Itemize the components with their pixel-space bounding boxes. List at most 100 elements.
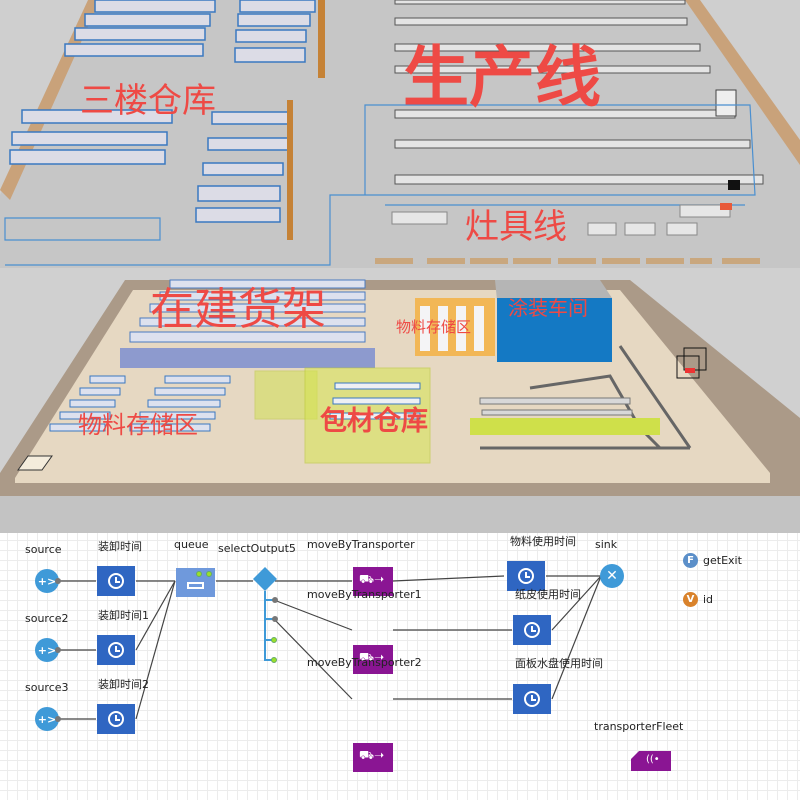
yellow-barrier bbox=[470, 418, 660, 435]
connectors bbox=[57, 567, 602, 720]
rack-platform bbox=[120, 348, 375, 368]
delay2-block[interactable] bbox=[97, 635, 135, 665]
queue-indicator bbox=[196, 571, 202, 577]
wall-divider bbox=[318, 0, 325, 78]
mbt1-label: moveByTransporter bbox=[307, 538, 415, 551]
mbt3-block[interactable]: ⛟➝ bbox=[353, 743, 393, 772]
queue-label: queue bbox=[174, 538, 209, 551]
3d-view-ground-floor[interactable]: 在建货架 物料存储区 包材仓库 物料存储区 涂装车间 bbox=[0, 268, 800, 496]
clock-icon bbox=[108, 573, 124, 589]
entry-pad bbox=[17, 455, 53, 471]
source-icon: +> bbox=[37, 574, 57, 588]
transporter-fleet-block[interactable]: ((• bbox=[631, 751, 671, 771]
function-getexit[interactable]: F getExit bbox=[683, 553, 742, 568]
connector bbox=[551, 575, 602, 700]
use3-label: 面板水盘使用时间 bbox=[515, 657, 603, 670]
delay2-label: 装卸时间1 bbox=[98, 609, 149, 622]
clock-icon bbox=[518, 568, 534, 584]
port bbox=[272, 616, 278, 622]
robot bbox=[685, 368, 695, 373]
connector bbox=[135, 580, 176, 720]
transporter-icon: ⛟➝ bbox=[359, 748, 385, 762]
connector bbox=[551, 575, 602, 631]
transporter-icon: ⛟➝ bbox=[359, 650, 385, 664]
clock-icon bbox=[524, 622, 540, 638]
machine bbox=[715, 89, 737, 117]
label-production-line: 生产线 bbox=[403, 39, 601, 116]
delay1-label: 装卸时间 bbox=[98, 540, 142, 553]
packaging-racks bbox=[329, 382, 421, 420]
wifi-icon: ((• bbox=[646, 754, 660, 765]
variable-icon: V bbox=[683, 592, 698, 607]
use3-block[interactable] bbox=[513, 684, 551, 714]
mbt1-block[interactable]: ⛟➝ bbox=[353, 567, 393, 596]
painting-workshop bbox=[497, 298, 612, 362]
function-icon: F bbox=[683, 553, 698, 568]
process-flowchart[interactable]: source +> source2 +> source3 +> 装卸时间 装卸时… bbox=[0, 533, 800, 800]
marker bbox=[720, 203, 732, 210]
third-floor-layout bbox=[0, 0, 800, 268]
label-third-floor-warehouse: 三楼仓库 bbox=[80, 81, 216, 121]
clock-icon bbox=[108, 711, 124, 727]
port bbox=[272, 597, 278, 603]
label-painting-workshop: 涂装车间 bbox=[508, 296, 588, 320]
source-icon: +> bbox=[37, 643, 57, 657]
queue-indicator bbox=[206, 571, 212, 577]
mbt2-label: moveByTransporter1 bbox=[307, 588, 422, 601]
connector bbox=[273, 599, 353, 631]
stove-stations bbox=[391, 204, 731, 236]
connector bbox=[392, 575, 505, 582]
select-output-port[interactable] bbox=[271, 657, 277, 663]
port bbox=[55, 716, 61, 722]
workshop-roof bbox=[495, 280, 612, 300]
label-stove-line: 灶具线 bbox=[465, 207, 567, 247]
wall-divider bbox=[287, 100, 293, 240]
use2-block[interactable] bbox=[513, 615, 551, 645]
transporter-icon: ⛟➝ bbox=[359, 572, 385, 586]
machine bbox=[728, 180, 740, 190]
material-racks-left bbox=[49, 375, 231, 432]
port bbox=[55, 578, 61, 584]
racks-under-construction bbox=[129, 279, 366, 343]
source-icon: +> bbox=[37, 712, 57, 726]
fleet-label: transporterFleet bbox=[594, 720, 684, 733]
delay1-block[interactable] bbox=[97, 566, 135, 596]
source2-label: source2 bbox=[25, 612, 69, 625]
sink-block[interactable]: ✕ bbox=[600, 564, 624, 588]
rack-group-left-top bbox=[64, 0, 316, 63]
ground-floor-layout bbox=[0, 279, 800, 496]
production-lines bbox=[394, 0, 764, 185]
port bbox=[55, 647, 61, 653]
assembly-lines bbox=[479, 397, 633, 416]
delay3-label: 装卸时间2 bbox=[98, 678, 149, 691]
variable-id[interactable]: V id bbox=[683, 592, 713, 607]
close-icon: ✕ bbox=[606, 568, 618, 584]
source3-label: source3 bbox=[25, 681, 69, 694]
right-wall bbox=[685, 0, 800, 165]
material-racks-right bbox=[420, 306, 484, 351]
rack-group-left-bottom bbox=[9, 109, 291, 223]
queue-block[interactable] bbox=[176, 568, 215, 597]
panel-separator bbox=[0, 496, 800, 533]
use2-label: 纸皮使用时间 bbox=[515, 588, 581, 601]
use1-block[interactable] bbox=[507, 561, 545, 591]
delay3-block[interactable] bbox=[97, 704, 135, 734]
3d-view-third-floor[interactable]: 三楼仓库 生产线 灶具线 bbox=[0, 0, 800, 268]
variable-name: id bbox=[703, 593, 714, 606]
queue-icon bbox=[187, 582, 204, 589]
label-packaging-warehouse: 包材仓库 bbox=[320, 406, 428, 437]
connector bbox=[273, 618, 353, 700]
connector bbox=[135, 580, 176, 651]
sink-label: sink bbox=[595, 538, 618, 551]
source-label: source bbox=[25, 543, 62, 556]
label-material-storage-left: 物料存储区 bbox=[78, 411, 198, 439]
select-output-label: selectOutput5 bbox=[218, 542, 296, 555]
select-output-diamond bbox=[253, 567, 277, 591]
clock-icon bbox=[524, 691, 540, 707]
mbt2-block[interactable]: ⛟➝ bbox=[353, 645, 393, 674]
label-material-storage-right: 物料存储区 bbox=[396, 318, 472, 336]
function-name: getExit bbox=[703, 554, 742, 567]
mbt3-label: moveByTransporter2 bbox=[307, 656, 422, 669]
pallet-row bbox=[375, 258, 760, 264]
select-output-port[interactable] bbox=[271, 637, 277, 643]
